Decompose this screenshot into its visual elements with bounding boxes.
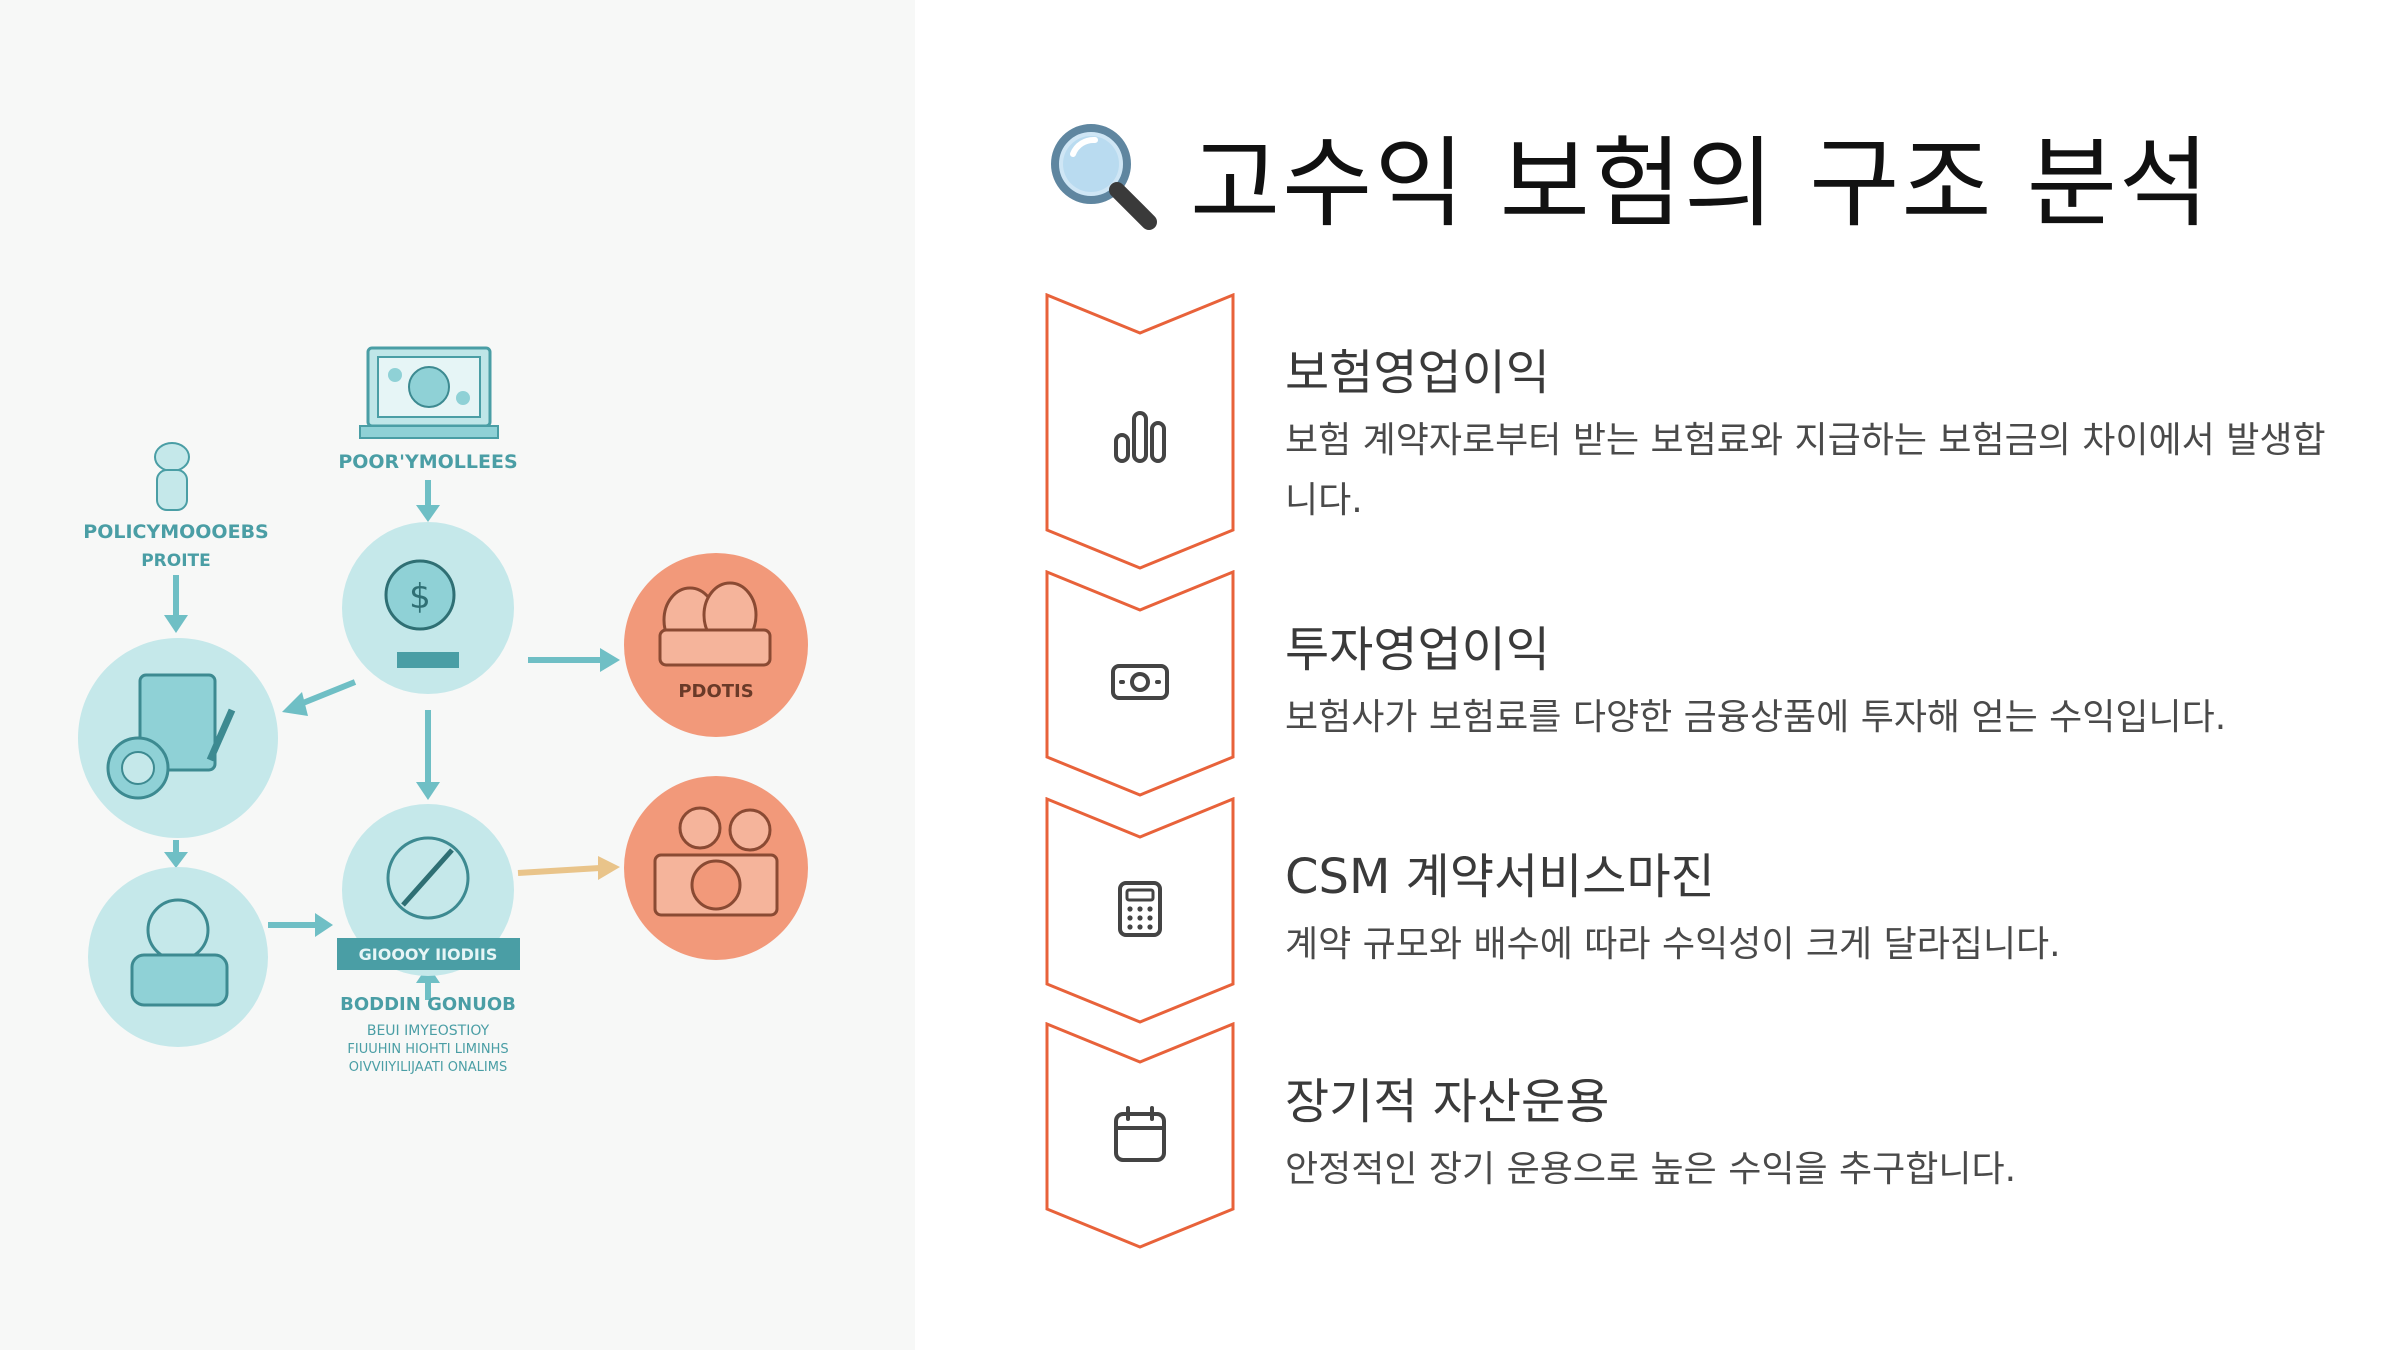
illustration-panel: POOR'YMOLLEES POLICYMOOOEBS PROITE $ — [0, 0, 915, 1350]
chevron-shape — [1045, 293, 1235, 570]
label-bar — [337, 938, 520, 970]
label-top: POOR'YMOLLEES — [338, 451, 517, 473]
calculator-icon — [1118, 881, 1162, 937]
page-title: 고수익 보험의 구조 분석 — [1190, 127, 2212, 241]
cash-monitor-icon — [359, 346, 499, 439]
item-desc: 계약 규모와 배수에 따라 수익성이 크게 달라집니다. — [1285, 924, 2061, 965]
label-profit: PDOTIS — [678, 681, 753, 702]
item-title: 장기적 자산운용 — [1285, 1074, 1610, 1130]
insurance-flow-diagram: POOR'YMOLLEES POLICYMOOOEBS PROITE $ — [78, 346, 808, 1075]
label-bottom-4: OIVVIIYILIJAATI ONALIMS — [349, 1060, 507, 1075]
banknote-icon — [1111, 664, 1169, 700]
label-left-1: POLICYMOOOEBS — [83, 521, 268, 543]
item-investment-profit: 투자영업이익 보험사가 보험료를 다양한 금융상품에 투자해 얻는 수익입니다. — [1045, 570, 2345, 800]
item-title: 보험영업이익 — [1285, 345, 1550, 401]
svg-text:$: $ — [409, 577, 431, 617]
chevron-shape — [1045, 1022, 1235, 1249]
item-title: CSM 계약서비스마진 — [1285, 849, 1715, 905]
item-desc: 보험 계약자로부터 받는 보험료와 지급하는 보험금의 차이에서 발생합니다. — [1285, 420, 2326, 521]
item-title: 투자영업이익 — [1285, 622, 1550, 678]
label-bottom-3: FIUUHIN HIOHTI LIMINHS — [347, 1042, 508, 1057]
item-insurance-profit: 보험영업이익 보험 계약자로부터 받는 보험료와 지급하는 보험금의 차이에서 … — [1045, 293, 2345, 573]
label-bottom-2: BEUI IMYEOSTIOY — [367, 1023, 490, 1039]
label-left-2: PROITE — [141, 551, 211, 571]
orange-arrow — [517, 856, 620, 880]
label-bar-text: GIOOOY IIODIIS — [359, 945, 498, 964]
magnifying-glass-icon — [1051, 123, 1157, 230]
item-desc: 보험사가 보험료를 다양한 금융상품에 투자해 얻는 수익입니다. — [1285, 697, 2227, 738]
bar-chart-icon — [1114, 411, 1166, 463]
item-csm: CSM 계약서비스마진 계약 규모와 배수에 따라 수익성이 크게 달라집니다. — [1045, 797, 2345, 1027]
chevron-shape — [1045, 570, 1235, 797]
item-long-term-asset: 장기적 자산운용 안정적인 장기 운용으로 높은 수익을 추구합니다. — [1045, 1022, 2345, 1252]
person-figure-icon — [154, 442, 190, 511]
page-title-row: 고수익 보험의 구조 분석 — [1045, 120, 2211, 241]
calendar-icon — [1114, 1106, 1166, 1162]
item-desc: 안정적인 장기 운용으로 높은 수익을 추구합니다. — [1285, 1149, 2017, 1190]
label-bottom-1: BODDIN GONUOB — [340, 994, 516, 1015]
